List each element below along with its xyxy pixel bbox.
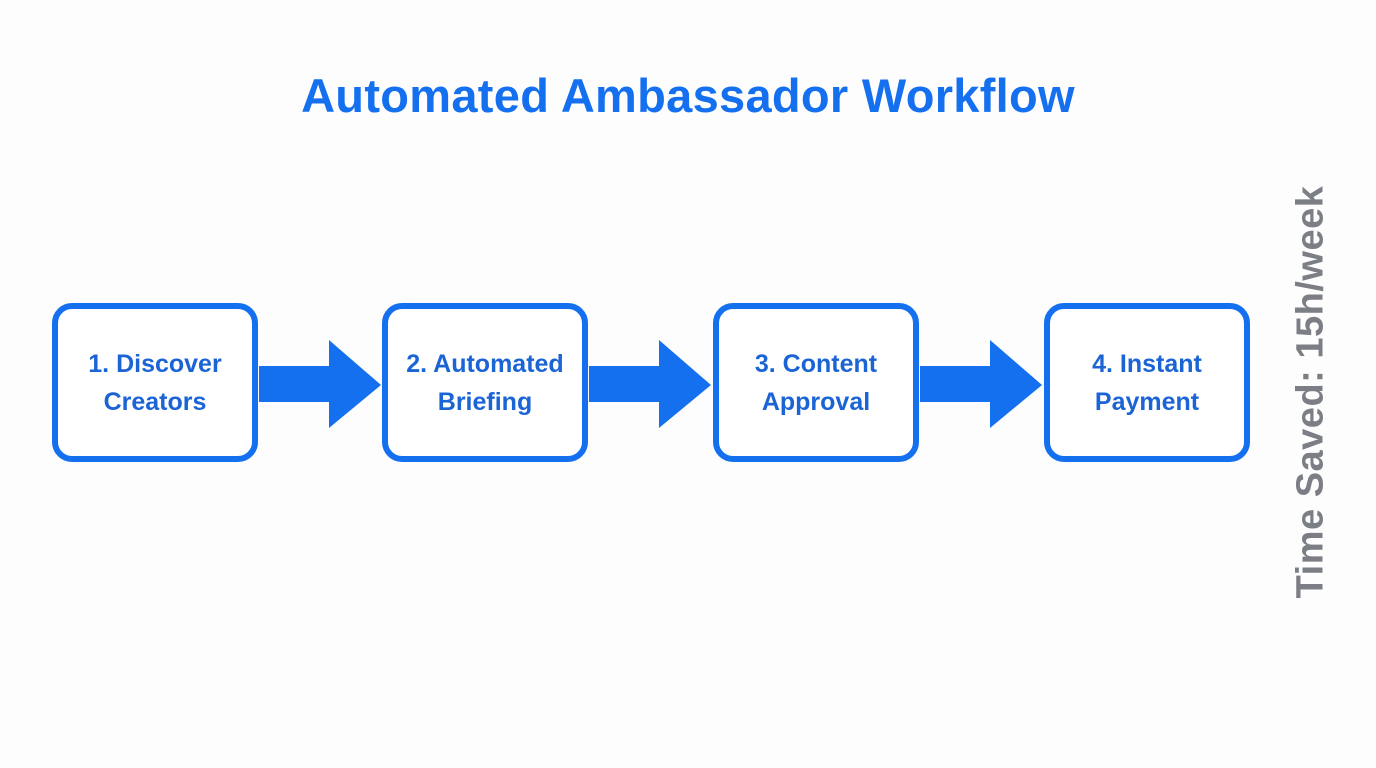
step-label-line-1: 3. Content: [754, 349, 878, 378]
step-label-line-2: Creators: [103, 387, 207, 416]
step-label: 1. Discover Creators: [88, 345, 221, 421]
step-label-line-1: 4. Instant: [1092, 349, 1202, 378]
step-label: 2. Automated Briefing: [406, 345, 563, 421]
step-label: 4. Instant Payment: [1092, 345, 1202, 421]
step-label-line-1: 2. Automated: [406, 349, 564, 378]
arrow-2-to-3: [589, 340, 711, 428]
diagram-title: Automated Ambassador Workflow: [301, 69, 1075, 122]
step-instant-payment: 4. Instant Payment: [1044, 303, 1250, 462]
step-label-line-2: Approval: [761, 387, 871, 416]
step-label: 3. Content Approval: [755, 345, 877, 421]
arrow-3-to-4: [920, 340, 1042, 428]
time-saved-note: Time Saved: 15h/week: [1289, 185, 1332, 599]
step-label-line-1: 1. Discover: [88, 349, 222, 378]
step-label-line-2: Briefing: [437, 387, 533, 416]
arrow-1-to-2: [259, 340, 381, 428]
step-content-approval: 3. Content Approval: [713, 303, 919, 462]
step-discover-creators: 1. Discover Creators: [52, 303, 258, 462]
step-automated-briefing: 2. Automated Briefing: [382, 303, 588, 462]
step-label-line-2: Payment: [1094, 387, 1200, 416]
